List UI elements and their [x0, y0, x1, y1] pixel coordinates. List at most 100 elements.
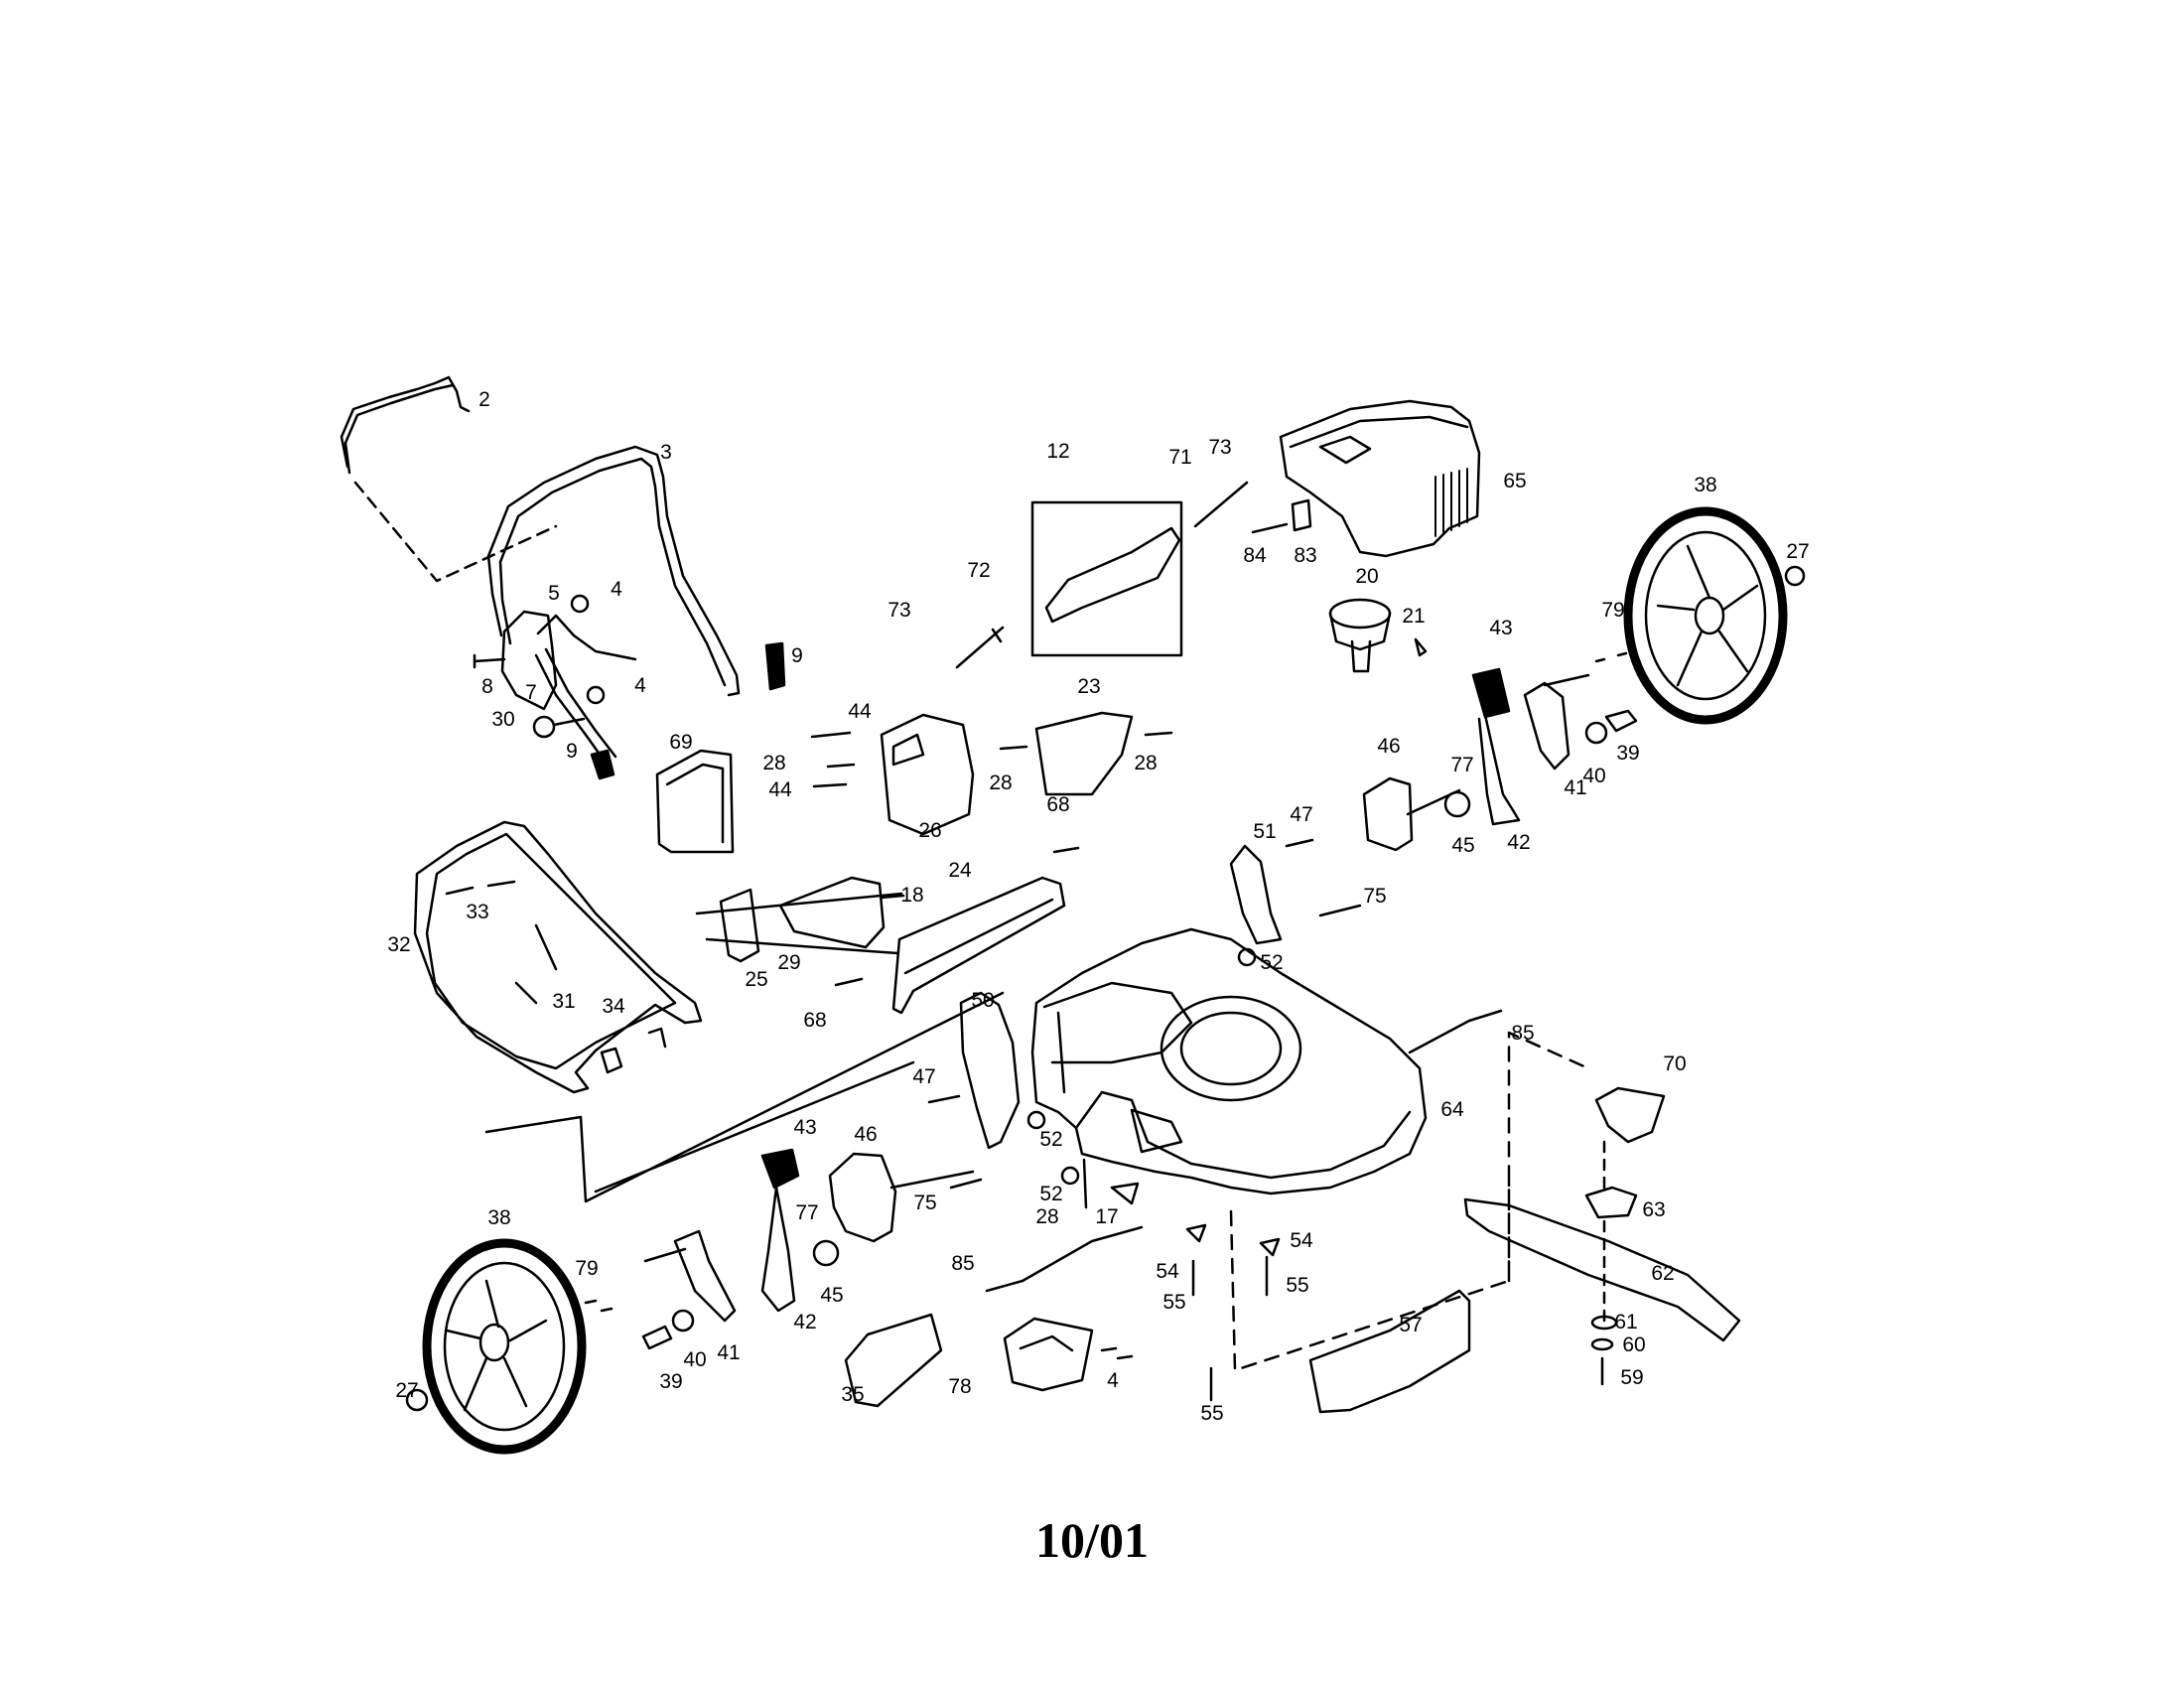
- part-number-label: 73: [1208, 436, 1231, 459]
- part-number-label: 54: [1290, 1229, 1313, 1252]
- part-number-label: 39: [1616, 742, 1639, 765]
- part-bolt-85-left: [985, 1279, 1024, 1293]
- part-engine-fins: [1434, 468, 1468, 537]
- part-number-label: 52: [1039, 1183, 1062, 1205]
- part-handle-lower: [486, 445, 741, 697]
- part-labels: 2344457899121718202123242526272728282828…: [387, 388, 1809, 1425]
- part-washer-40-right: [1584, 721, 1608, 745]
- part-wheel-38-right-spokes: [1656, 544, 1759, 687]
- part-number-label: 64: [1440, 1098, 1464, 1121]
- part-number-label: 75: [913, 1192, 936, 1214]
- part-number-label: 9: [566, 740, 578, 763]
- part-wheel-38-left-spokes: [445, 1279, 548, 1412]
- part-number-label: 46: [854, 1123, 877, 1146]
- part-number-label: 38: [487, 1206, 510, 1229]
- part-number-label: 41: [717, 1341, 740, 1364]
- part-46-right: [1362, 776, 1414, 852]
- part-deck-top: [1042, 981, 1412, 1180]
- part-12-box: [1030, 500, 1183, 657]
- part-washer-45-left: [812, 1239, 840, 1267]
- part-handle-upper: [340, 375, 471, 475]
- part-bolt-8: [473, 653, 506, 669]
- part-57: [1308, 1289, 1471, 1414]
- part-deck-rear: [1056, 1011, 1183, 1154]
- part-51: [1229, 844, 1283, 945]
- part-35: [844, 1313, 943, 1408]
- part-number-label: 75: [1363, 885, 1386, 908]
- part-bolts-55: [1191, 1255, 1269, 1402]
- part-nut-52-a: [1237, 947, 1257, 967]
- part-number-label: 43: [1489, 617, 1512, 639]
- part-bolt-18: [880, 894, 905, 900]
- part-number-label: 7: [525, 681, 537, 704]
- part-deck-opening-inner: [1179, 1011, 1283, 1086]
- part-nut-27-right: [1784, 565, 1806, 587]
- part-clip-9b: [590, 749, 615, 780]
- part-number-label: 12: [1046, 440, 1069, 463]
- part-number-label: 71: [1168, 446, 1191, 469]
- part-number-label: 18: [900, 884, 923, 907]
- part-78: [1003, 1317, 1094, 1392]
- part-bolt-28-c: [1082, 1158, 1088, 1209]
- part-number-label: 44: [768, 778, 792, 801]
- part-wheel-38-left: [422, 1238, 587, 1455]
- part-bolt-33: [445, 880, 516, 896]
- part-clip-34: [600, 1027, 667, 1074]
- part-number-label: 55: [1200, 1402, 1223, 1425]
- part-number-label: 20: [1355, 565, 1378, 588]
- part-17: [1110, 1182, 1140, 1205]
- part-number-label: 50: [971, 989, 994, 1012]
- part-washer-40-left: [671, 1309, 695, 1333]
- part-number-label: 28: [989, 772, 1012, 794]
- part-bolt-30-eye: [532, 715, 556, 739]
- part-deck: [1030, 927, 1428, 1195]
- leader-bag: [484, 991, 1005, 1203]
- part-number-label: 45: [1451, 834, 1474, 857]
- part-number-label: 79: [575, 1257, 598, 1280]
- part-knob-4b: [586, 685, 606, 705]
- part-wheel-38-left-hub: [478, 1323, 510, 1362]
- part-46-left: [828, 1152, 897, 1243]
- part-63: [1584, 1186, 1638, 1219]
- part-number-label: 73: [887, 599, 910, 622]
- part-number-label: 33: [466, 901, 488, 923]
- part-24: [891, 876, 1066, 1015]
- part-wheel-38-right-hub: [1694, 596, 1725, 635]
- part-bolt-75: [949, 904, 1362, 1190]
- part-washer-45-right: [1443, 790, 1471, 818]
- part-bolt-28-a: [826, 763, 856, 769]
- part-bolt-28-b: [999, 731, 1173, 751]
- part-handle-lower-leg: [534, 647, 617, 765]
- part-number-label: 42: [1507, 831, 1530, 854]
- part-number-label: 45: [820, 1284, 843, 1307]
- part-key-21: [1414, 637, 1428, 657]
- part-number-label: 41: [1564, 776, 1586, 799]
- part-number-label: 27: [1786, 540, 1809, 563]
- part-blade-62: [1463, 1197, 1741, 1342]
- part-number-label: 38: [1694, 474, 1716, 496]
- part-number-label: 17: [1095, 1205, 1118, 1228]
- part-number-label: 59: [1620, 1366, 1643, 1389]
- part-number-label: 29: [777, 951, 800, 974]
- part-number-label: 3: [660, 441, 672, 464]
- part-bolt-47: [927, 838, 1314, 1104]
- part-number-label: 79: [1601, 599, 1624, 622]
- part-nut-52-b: [1026, 1110, 1046, 1130]
- part-29: [778, 876, 886, 949]
- part-number-label: 55: [1162, 1291, 1185, 1314]
- part-number-label: 30: [491, 708, 514, 731]
- part-washer-79-right: [1594, 651, 1628, 663]
- part-bolt-39-left: [641, 1325, 673, 1350]
- part-number-label: 84: [1243, 544, 1267, 567]
- part-bolt-39-right: [1604, 709, 1638, 733]
- part-engine-top: [1289, 415, 1469, 465]
- part-bolts-44: [810, 731, 852, 788]
- part-bolt-68: [834, 846, 1080, 987]
- part-bolt-85-right: [1467, 1009, 1503, 1023]
- part-number-label: 43: [793, 1116, 816, 1139]
- lawn-mower-exploded-drawing: [340, 375, 1806, 1455]
- part-number-label: 25: [745, 968, 767, 991]
- part-number-label: 70: [1663, 1052, 1686, 1075]
- part-lever-43-right: [1471, 667, 1511, 719]
